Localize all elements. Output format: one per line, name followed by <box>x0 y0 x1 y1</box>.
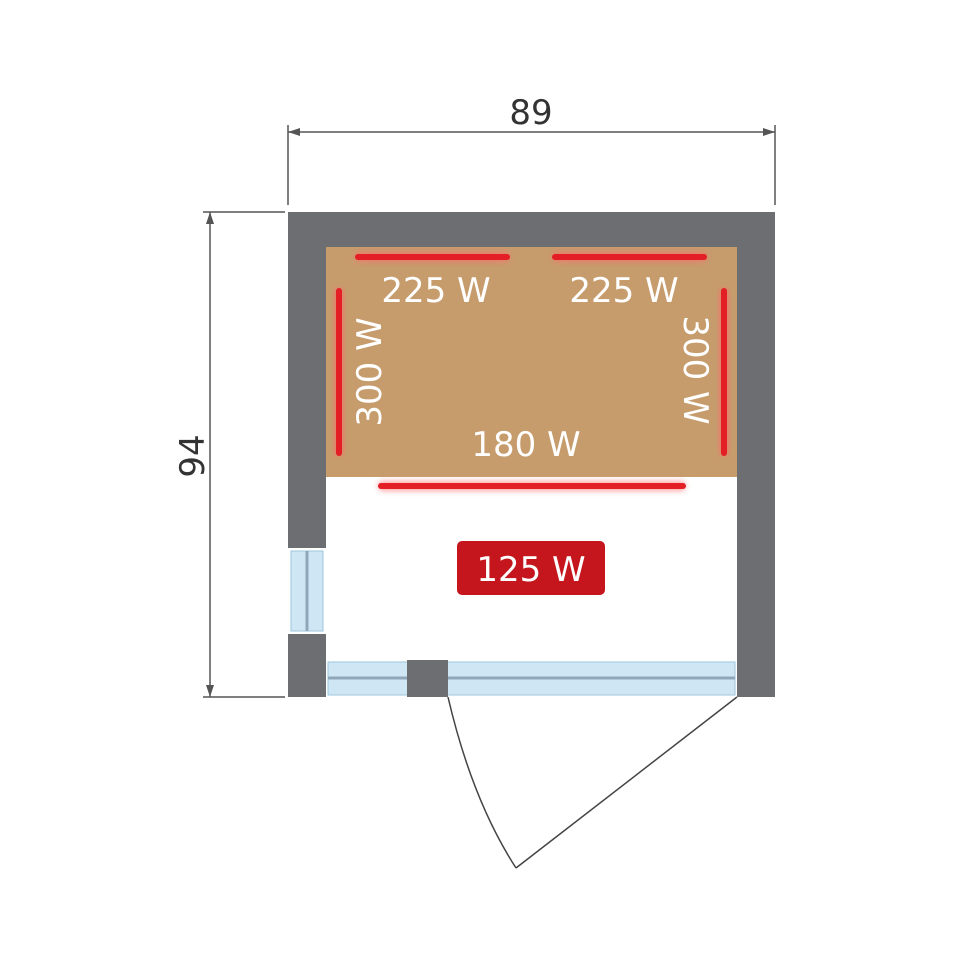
label-side-right: 300 W <box>675 315 715 424</box>
floor-heater-badge <box>457 541 605 595</box>
left-glass-window <box>288 548 326 634</box>
label-side-left: 300 W <box>350 317 390 426</box>
heater-back-right <box>552 252 707 262</box>
heater-back-left <box>355 252 510 262</box>
depth-dimension <box>203 211 285 698</box>
label-back-right: 225 W <box>569 271 678 311</box>
door-swing <box>447 696 738 869</box>
front-glass-wall <box>326 660 737 697</box>
label-back-left: 225 W <box>381 271 490 311</box>
heater-bench-front <box>378 481 686 491</box>
label-floor: 125 W <box>476 550 585 590</box>
bench <box>326 247 737 477</box>
label-bench-front: 180 W <box>471 425 580 465</box>
width-label: 89 <box>509 93 552 133</box>
depth-label: 94 <box>173 434 213 477</box>
heater-side-right <box>719 288 729 456</box>
door-post <box>407 660 448 697</box>
width-dimension <box>287 125 776 205</box>
heater-side-left <box>334 288 344 456</box>
